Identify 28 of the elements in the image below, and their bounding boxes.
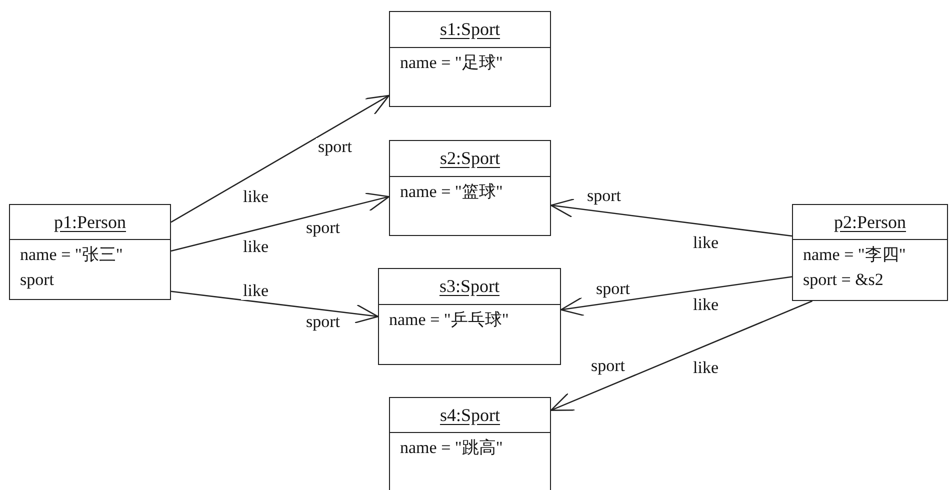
attribute-text: sport = &s2 [803, 270, 884, 290]
association-arrow [170, 192, 390, 252]
attribute-text: name = "跳高" [400, 438, 503, 458]
association-arrow [170, 290, 379, 324]
attribute-text: name = "张三" [20, 245, 123, 265]
object-name: p2:Person [834, 212, 906, 232]
object-name: s1:Sport [440, 19, 500, 40]
attribute-text: name = "乒乓球" [389, 310, 509, 330]
association-arrow [550, 198, 792, 237]
attribute-text: name = "李四" [803, 245, 906, 265]
attribute-text: sport [20, 270, 54, 290]
object-box [792, 204, 948, 301]
attribute-text: name = "足球" [400, 53, 503, 73]
object-name: s3:Sport [439, 276, 500, 297]
object-box [378, 268, 561, 365]
role-label: like [241, 282, 270, 300]
object-box [9, 204, 171, 300]
object-box [389, 11, 551, 107]
edge-label: sport [316, 138, 354, 156]
object-name: s2:Sport [440, 148, 500, 169]
object-name: p1:Person [54, 212, 126, 232]
object-box [389, 397, 551, 490]
object-name: s4:Sport [440, 404, 500, 426]
association-arrow [550, 300, 813, 411]
object-box [389, 140, 551, 236]
attribute-text: name = "篮球" [400, 182, 503, 202]
association-arrow [170, 94, 390, 223]
association-arrow [560, 276, 792, 316]
